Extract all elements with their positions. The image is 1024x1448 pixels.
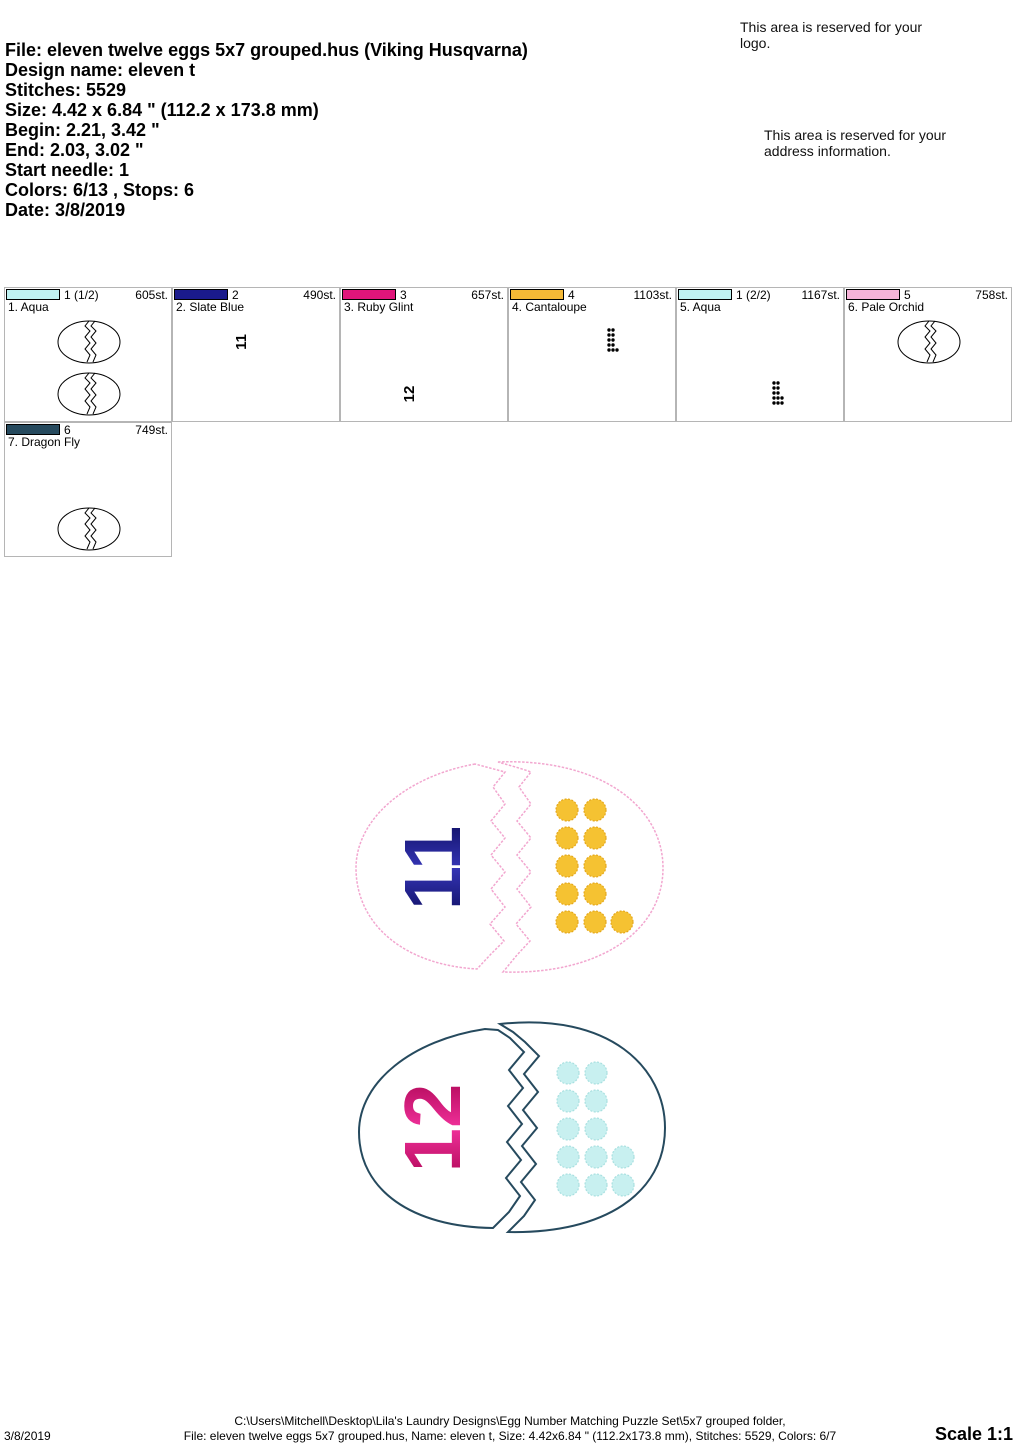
egg-eleven-number: 11	[388, 826, 477, 911]
thumb-number-eleven: 11	[233, 334, 250, 350]
swatch-code: 1 (1/2)	[64, 288, 99, 302]
egg-eleven-dots	[555, 798, 634, 934]
swatch-stitches: 605st.	[135, 288, 168, 302]
swatch-stitches: 490st.	[303, 288, 336, 302]
footer-scale: Scale 1:1	[935, 1424, 1014, 1444]
swatch-name: 3. Ruby Glint	[344, 300, 414, 314]
footer-file-info: C:\Users\Mitchell\Desktop\Lila's Laundry…	[150, 1414, 870, 1444]
swatch-name: 1. Aqua	[8, 300, 49, 314]
swatch-name: 5. Aqua	[680, 300, 721, 314]
swatch-color-bar	[6, 424, 60, 435]
design-info: File: eleven twelve eggs 5x7 grouped.hus…	[5, 40, 528, 220]
color-stop-3: 3 657st. 3. Ruby Glint 12	[340, 287, 508, 422]
swatch-color-bar	[510, 289, 564, 300]
number-twelve: 12	[388, 1084, 477, 1173]
swatch-name: 4. Cantaloupe	[512, 300, 587, 314]
begin-line: Begin: 2.21, 3.42 "	[5, 120, 160, 140]
end-line: End: 2.03, 3.02 "	[5, 140, 144, 160]
color-stop-6: 5 758st. 6. Pale Orchid	[844, 287, 1012, 422]
swatch-code: 6	[64, 423, 71, 437]
swatch-color-bar	[6, 289, 60, 300]
swatch-stitches: 749st.	[135, 423, 168, 437]
color-stop-7: 6 749st. 7. Dragon Fly	[4, 422, 172, 557]
design-name-line: Design name: eleven t	[5, 60, 196, 80]
swatch-color-bar	[342, 289, 396, 300]
egg-eleven: 11	[355, 761, 664, 973]
thumb-twelve-text: 12	[401, 386, 418, 403]
swatch-code: 2	[232, 288, 239, 302]
egg-eleven-outline	[355, 761, 664, 973]
color-stop-2: 2 490st. 2. Slate Blue 11	[172, 287, 340, 422]
logo-reserved-note: This area is reserved for your logo.	[740, 19, 923, 51]
swatch-code: 4	[568, 288, 575, 302]
start-needle-line: Start needle: 1	[5, 160, 130, 180]
swatch-stitches: 1167st.	[801, 288, 840, 302]
number-eleven: 11	[388, 826, 477, 911]
swatch-color-bar	[174, 289, 228, 300]
swatch-name: 2. Slate Blue	[176, 300, 245, 314]
swatch-stitches: 657st.	[471, 288, 504, 302]
swatch-stitches: 758st.	[975, 288, 1008, 302]
thumb-egg-top	[897, 320, 961, 364]
swatch-name: 6. Pale Orchid	[848, 300, 925, 314]
size-line: Size: 4.42 x 6.84 " (112.2 x 173.8 mm)	[5, 100, 319, 120]
swatch-color-bar	[846, 289, 900, 300]
color-stop-4: 4 1103st. 4. Cantaloupe	[508, 287, 676, 422]
swatch-code: 1 (2/2)	[736, 288, 771, 302]
egg-twelve-dots	[556, 1061, 635, 1197]
swatch-stitches: 1103st.	[633, 288, 672, 302]
thumb-dots-top	[607, 328, 619, 352]
thumb-eleven-text: 11	[233, 334, 250, 350]
thumb-egg-bottom	[57, 507, 121, 551]
stitches-line: Stitches: 5529	[5, 80, 127, 100]
egg-twelve: 12	[357, 1021, 667, 1234]
egg-twelve-outline	[357, 1021, 667, 1234]
colors-line: Colors: 6/13 , Stops: 6	[5, 180, 195, 200]
footer-path: C:\Users\Mitchell\Desktop\Lila's Laundry…	[234, 1414, 786, 1428]
thumb-number-twelve: 12	[401, 386, 418, 403]
swatch-name: 7. Dragon Fly	[8, 435, 81, 449]
thumb-two-eggs	[57, 320, 121, 416]
address-reserved-note: This area is reserved for your address i…	[764, 127, 947, 159]
file-line: File: eleven twelve eggs 5x7 grouped.hus…	[5, 40, 528, 60]
footer-date: 3/8/2019	[4, 1429, 51, 1443]
thumb-dots-bottom	[772, 381, 784, 405]
date-line: Date: 3/8/2019	[5, 200, 126, 220]
swatch-color-bar	[678, 289, 732, 300]
egg-twelve-number: 12	[388, 1084, 477, 1173]
swatch-code: 5	[904, 288, 911, 302]
color-stop-5: 1 (2/2) 1167st. 5. Aqua	[676, 287, 844, 422]
footer-summary: File: eleven twelve eggs 5x7 grouped.hus…	[183, 1429, 837, 1443]
swatch-code: 3	[400, 288, 407, 302]
color-stop-1: 1 (1/2) 605st. 1. Aqua	[4, 287, 172, 422]
